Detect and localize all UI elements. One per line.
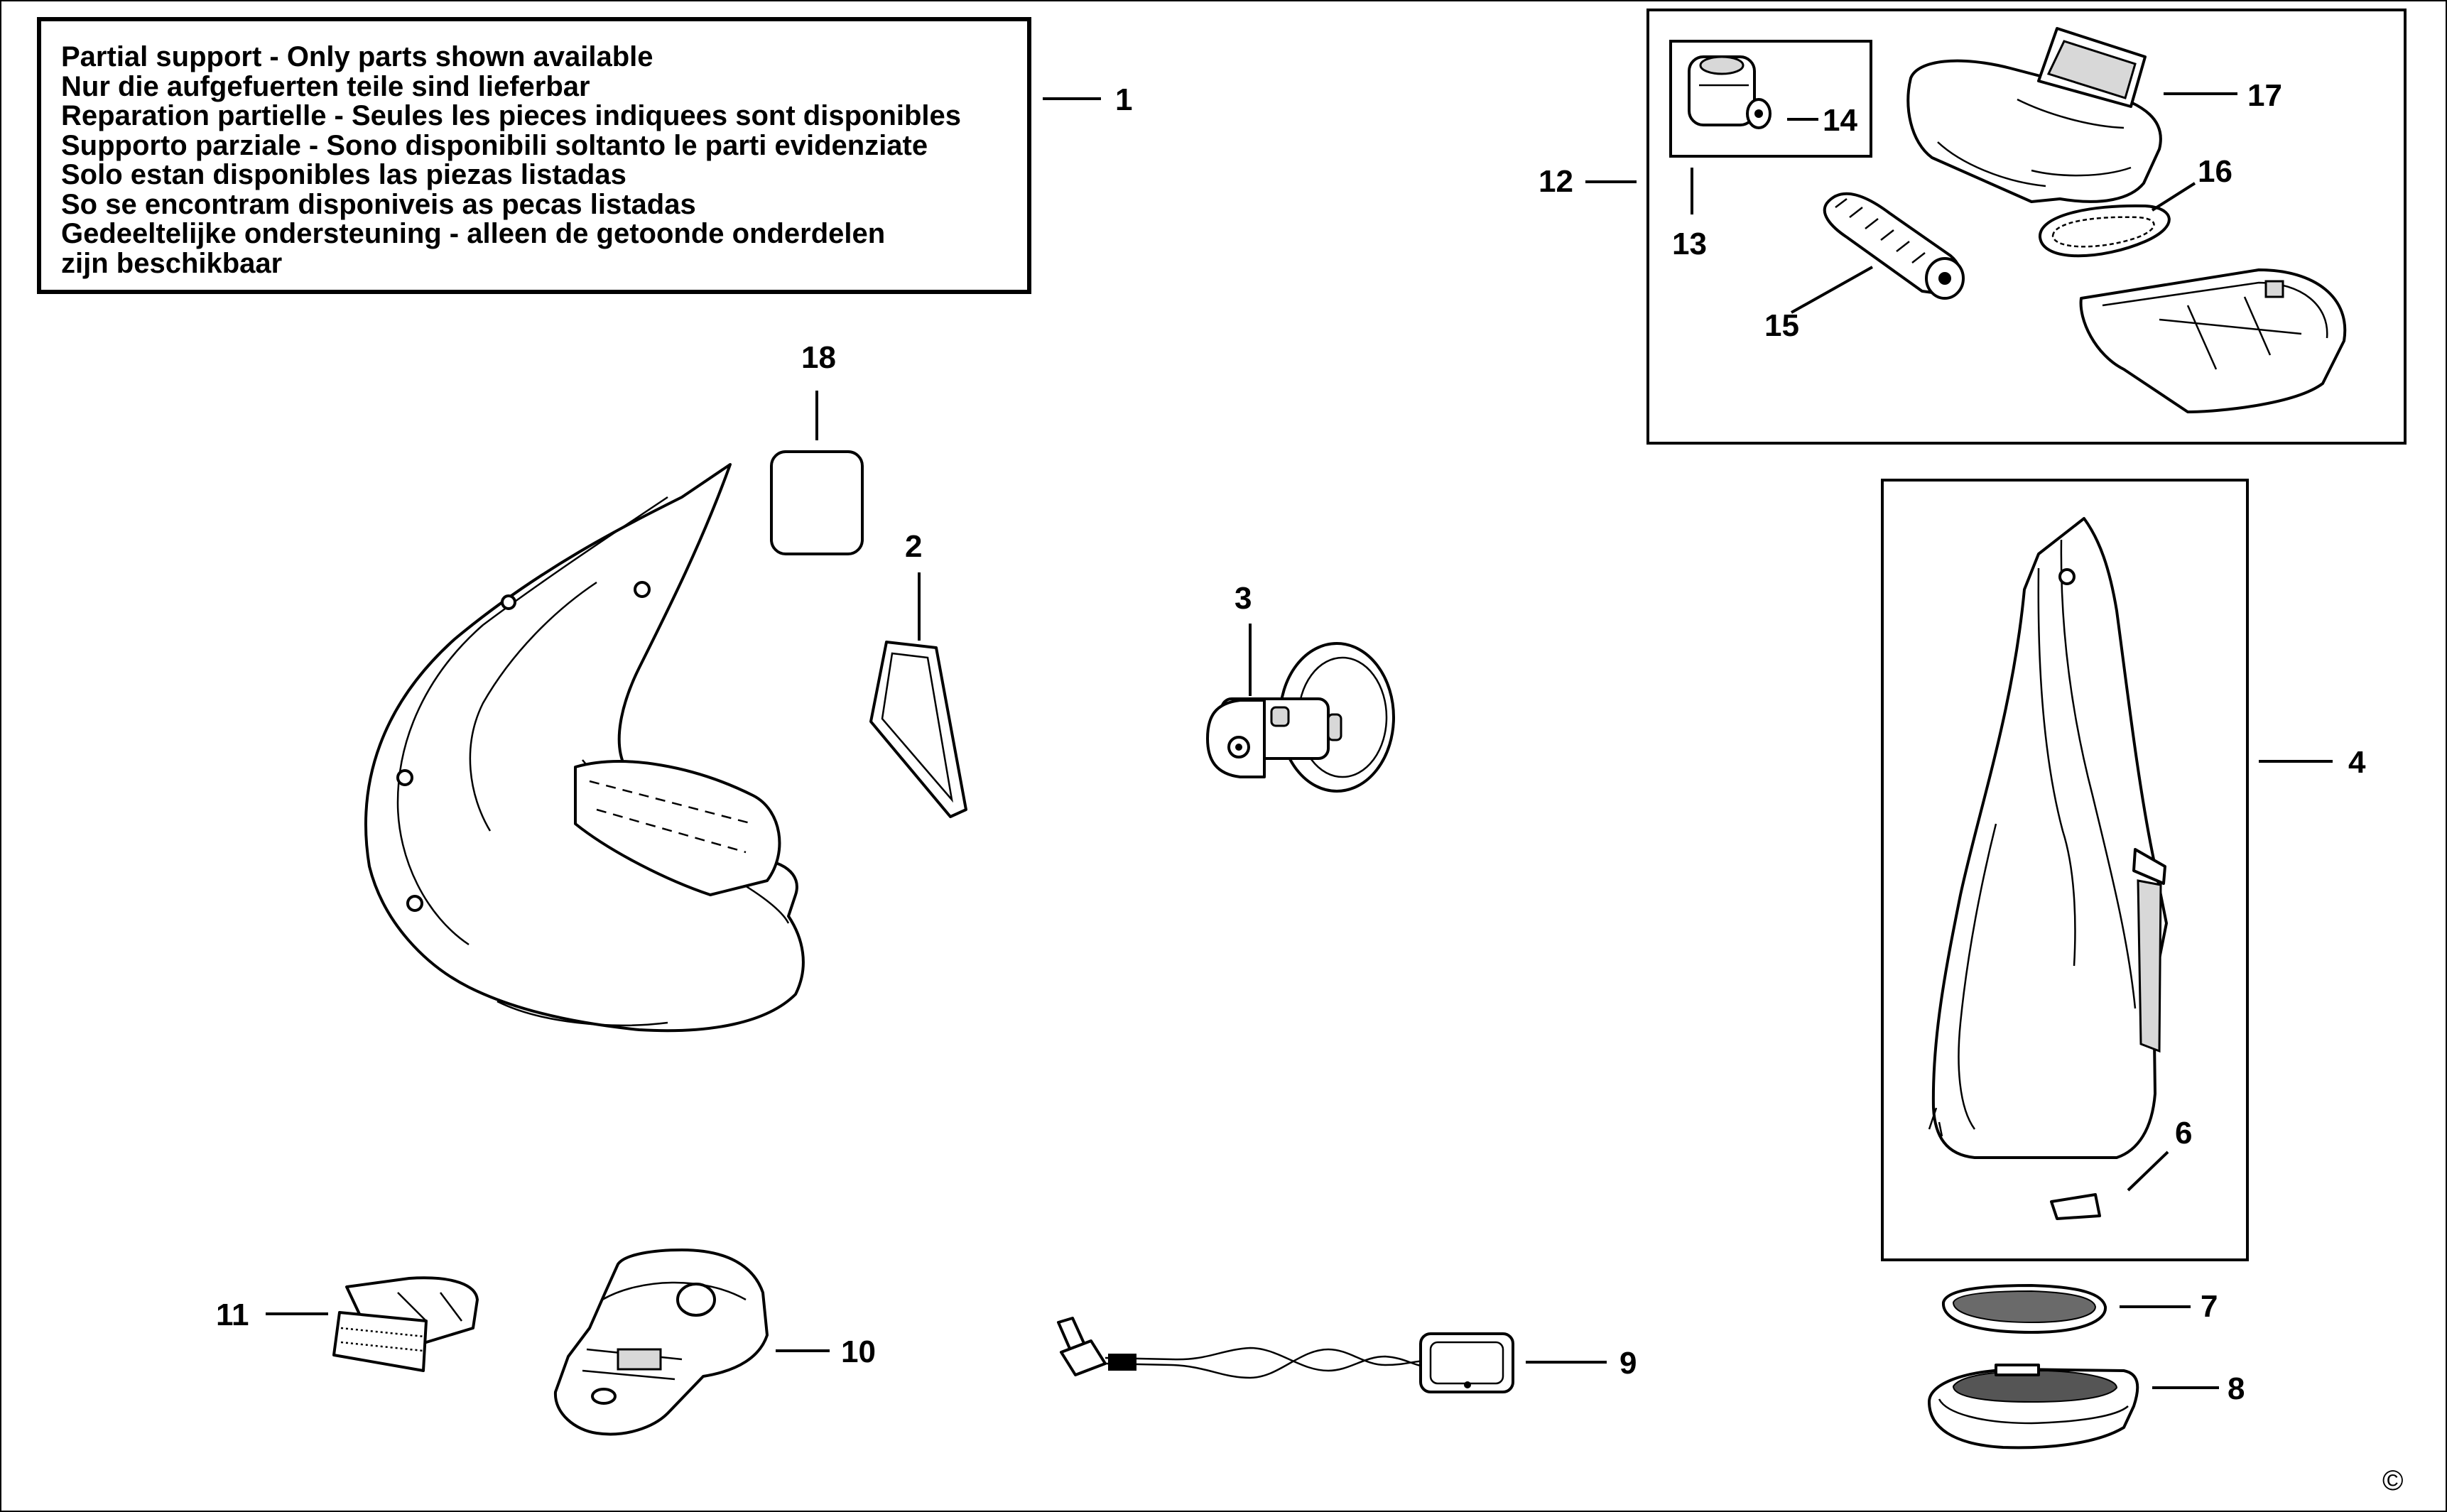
callout-12: 12: [1539, 164, 1573, 199]
callout-17: 17: [2247, 78, 2282, 113]
part-18-filter-pad: [770, 450, 864, 555]
notice-line: Reparation partielle - Seules les pieces…: [61, 100, 962, 131]
part-14-small-motor: [1688, 55, 1772, 129]
callout-7: 7: [2201, 1289, 2218, 1324]
callout-9: 9: [1619, 1346, 1637, 1381]
part-9-charger: [1057, 1317, 1514, 1393]
part-7-filter: [1941, 1284, 2107, 1334]
callout-18: 18: [801, 340, 836, 375]
callout-3: 3: [1235, 581, 1252, 616]
part-2-seal: [869, 641, 967, 818]
part-4-dust-bowl: [1928, 517, 2168, 1159]
notice-line: Partial support - Only parts shown avail…: [61, 41, 653, 72]
part-3-motor: [1206, 642, 1395, 793]
part-11-brush-tool: [332, 1276, 479, 1372]
part-16-drive-belt: [2038, 204, 2171, 258]
callout-10: 10: [841, 1334, 876, 1369]
callout-16: 16: [2198, 154, 2232, 189]
part-17-powered-nozzle: [1906, 27, 2162, 203]
kit-group-box: [1646, 9, 2407, 445]
notice-line: Nur die aufgefuerten teile sind lieferba…: [61, 70, 590, 102]
partial-support-notice: Partial support - Only parts shown avail…: [37, 17, 1031, 294]
callout-11: 11: [216, 1298, 249, 1332]
part-6-clip: [2050, 1193, 2101, 1220]
copyright-mark: ©: [2382, 1465, 2403, 1496]
leader-line: [2151, 182, 2196, 212]
notice-line: Gedeeltelijke ondersteuning - alleen de …: [61, 218, 886, 249]
main-body-housing: [364, 463, 805, 1033]
nozzle-base-plate: [2079, 268, 2347, 413]
callout-1: 1: [1115, 82, 1132, 117]
callout-8: 8: [2228, 1371, 2245, 1406]
part-4-box: [1881, 479, 2249, 1261]
notice-line: So se encontram disponiveis as pecas lis…: [61, 188, 696, 220]
callout-2: 2: [905, 529, 922, 564]
part-8-filter-housing: [1928, 1364, 2139, 1450]
notice-line: Solo estan disponibles las piezas listad…: [61, 159, 626, 190]
leader-line: [2127, 1151, 2169, 1192]
leader-line: [1791, 266, 1873, 314]
motor-subgroup-box: [1669, 40, 1872, 158]
callout-6: 6: [2175, 1116, 2192, 1151]
notice-line: zijn beschikbaar: [61, 247, 283, 279]
callout-14: 14: [1823, 103, 1857, 138]
notice-line: Supporto parziale - Sono disponibili sol…: [61, 129, 928, 161]
part-10-charging-base: [553, 1249, 769, 1436]
callout-4: 4: [2348, 745, 2366, 780]
callout-15: 15: [1764, 308, 1799, 343]
part-15-brush-roll: [1823, 192, 1965, 300]
callout-13: 13: [1672, 227, 1707, 261]
